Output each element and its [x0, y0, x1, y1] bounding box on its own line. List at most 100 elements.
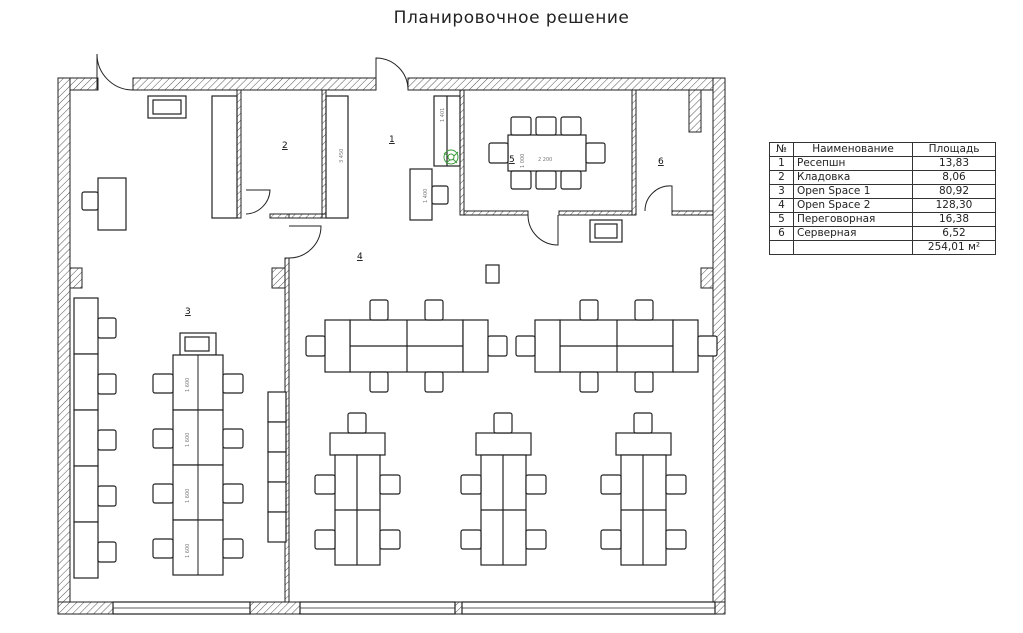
dim-reception: 1 400 [423, 189, 429, 203]
printer-stand [329, 432, 386, 456]
chair [634, 299, 654, 321]
chair [222, 373, 244, 394]
chair [222, 428, 244, 449]
row-number: 1 [769, 156, 794, 171]
row-area: 128,30 [912, 198, 996, 213]
chair [665, 529, 687, 550]
row-name: Open Space 2 [793, 198, 913, 213]
plant-icon [443, 149, 459, 165]
chair [314, 529, 336, 550]
chair [97, 541, 117, 563]
interior-wall [288, 213, 323, 219]
chair [222, 483, 244, 504]
chair [152, 428, 174, 449]
chair [424, 371, 444, 393]
row-area: 16,38 [912, 212, 996, 227]
chair [488, 142, 509, 164]
room-label-1: 1 [389, 135, 395, 145]
desk [73, 297, 99, 355]
table-header-row: № Наименование Площадь [769, 142, 996, 157]
desk [73, 465, 99, 523]
exterior-wall [454, 601, 463, 615]
chair [81, 191, 99, 211]
chair [347, 412, 367, 434]
chair [633, 412, 653, 434]
side-desk [672, 319, 699, 373]
chair [460, 474, 482, 495]
total-area: 254,01 м² [912, 240, 996, 255]
column [271, 267, 286, 289]
chair [424, 299, 444, 321]
dim-meeting-length: 2 200 [538, 157, 552, 163]
chair [97, 485, 117, 507]
exterior-wall [407, 77, 726, 91]
column [69, 267, 83, 289]
chair [560, 116, 582, 136]
exterior-wall [249, 601, 301, 615]
row-number: 2 [769, 170, 794, 185]
cabinet [267, 421, 287, 453]
side-desk [462, 319, 489, 373]
chair [579, 371, 599, 393]
interior-wall [236, 89, 242, 219]
header-name: Наименование [793, 142, 913, 157]
chair [369, 371, 389, 393]
chair [431, 185, 449, 205]
chair [560, 170, 582, 190]
cabinet [267, 481, 287, 513]
interior-wall [463, 210, 529, 216]
shelf [325, 95, 349, 219]
column [700, 267, 714, 289]
exterior-wall [57, 601, 114, 615]
entrance-door-right [375, 57, 409, 91]
chair [97, 317, 117, 339]
chair [697, 335, 718, 357]
interior-wall [558, 210, 637, 216]
desk [73, 353, 99, 411]
dim-desk-2: 1 600 [185, 433, 191, 447]
open-space-door [288, 225, 322, 259]
dim-desk-3: 1 600 [185, 489, 191, 503]
meeting-room-door [527, 214, 559, 246]
desk [73, 409, 99, 467]
chair [585, 142, 606, 164]
server-room-door [644, 185, 673, 212]
chair [97, 373, 117, 395]
chair [152, 373, 174, 394]
walls [57, 77, 726, 615]
chair [460, 529, 482, 550]
interior-wall [631, 89, 637, 216]
furniture [73, 95, 718, 615]
printer [184, 336, 210, 352]
row-number: 4 [769, 198, 794, 213]
doors [96, 53, 673, 259]
cabinet [267, 391, 287, 423]
chair [510, 170, 532, 190]
row-name: Переговорная [793, 212, 913, 227]
row-name: Серверная [793, 226, 913, 241]
row-area: 80,92 [912, 184, 996, 199]
interior-wall [459, 89, 465, 216]
dim-desk-4: 1 600 [185, 544, 191, 558]
chair [600, 529, 622, 550]
chair [600, 474, 622, 495]
chair [152, 483, 174, 504]
room-label-6: 6 [658, 157, 664, 167]
bin [485, 264, 500, 284]
dim-storage: 3 450 [339, 149, 345, 163]
chair [487, 335, 508, 357]
room-label-5: 5 [509, 155, 515, 165]
row-area: 6,52 [912, 226, 996, 241]
room-label-3: 3 [185, 307, 191, 317]
side-desk [534, 319, 561, 373]
chair [535, 116, 557, 136]
table-total-row: 254,01 м² [769, 240, 996, 255]
printer-stand [475, 432, 532, 456]
row-area: 8,06 [912, 170, 996, 185]
empty-cell [793, 240, 913, 255]
